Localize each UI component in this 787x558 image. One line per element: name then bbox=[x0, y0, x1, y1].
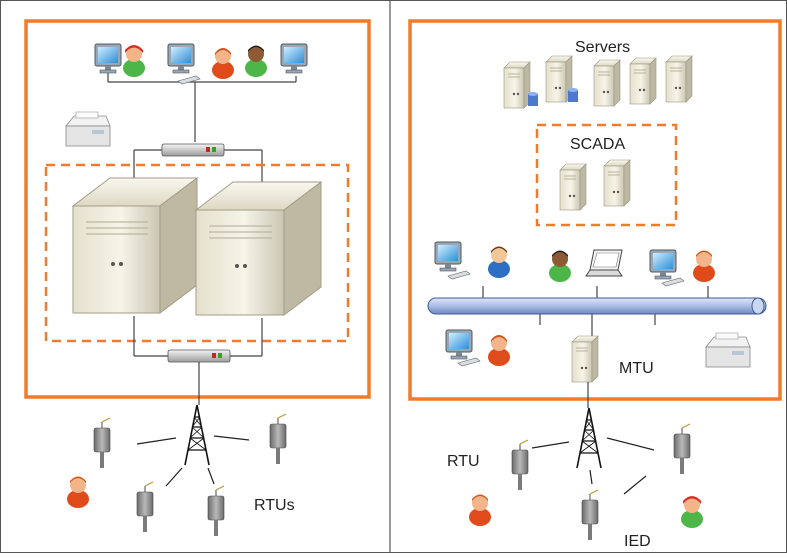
server-icon bbox=[665, 55, 693, 103]
radio-tower-icon bbox=[576, 407, 602, 469]
database-icon bbox=[528, 88, 578, 106]
left-server-cluster-frame bbox=[44, 163, 350, 343]
left-panel: RTUs bbox=[24, 19, 371, 537]
workstation-monitor-icon bbox=[280, 43, 308, 74]
workstation-monitor-icon bbox=[434, 241, 462, 272]
mtu-server-icon bbox=[571, 335, 599, 383]
operator-green-icon bbox=[123, 45, 145, 77]
keyboard-icon bbox=[177, 75, 201, 85]
rtus-label: RTUs bbox=[254, 497, 295, 514]
large-server-left-icon bbox=[71, 176, 199, 315]
right-panel: Servers SCADA bbox=[408, 19, 782, 550]
rtu-label: RTU bbox=[447, 453, 480, 470]
printer-icon bbox=[705, 332, 751, 368]
operator-green-dark-icon bbox=[245, 45, 267, 77]
server-icon bbox=[629, 57, 657, 105]
laptop-icon bbox=[585, 249, 623, 277]
rtu-icon bbox=[581, 489, 599, 541]
field-technician-icon bbox=[67, 476, 89, 508]
network-switch-bottom-icon bbox=[167, 349, 231, 363]
field-technician-icon bbox=[469, 494, 491, 526]
ied-label: IED bbox=[624, 533, 651, 550]
servers-label: Servers bbox=[575, 39, 630, 56]
rtu-icon bbox=[207, 485, 225, 537]
rtu-icon bbox=[269, 413, 287, 465]
ied-icon bbox=[673, 423, 691, 475]
operator-blue-icon bbox=[488, 246, 510, 278]
right-control-center-frame bbox=[408, 19, 782, 401]
workstation-monitor-icon bbox=[649, 249, 677, 280]
radio-tower-icon bbox=[184, 404, 210, 466]
scada-server-icon bbox=[559, 163, 587, 211]
workstation-monitor-icon bbox=[445, 329, 473, 360]
large-server-right-icon bbox=[194, 180, 323, 317]
rtu-icon bbox=[93, 417, 111, 469]
server-farm bbox=[503, 55, 693, 109]
rtu-icon bbox=[511, 439, 529, 491]
network-switch-top-icon bbox=[161, 143, 225, 157]
left-control-center-frame bbox=[24, 19, 371, 399]
operator-red-icon bbox=[488, 335, 510, 366]
server-icon bbox=[503, 61, 531, 109]
keyboard-icon bbox=[447, 270, 471, 280]
operator-red-icon bbox=[212, 48, 234, 79]
left-workstations bbox=[94, 43, 308, 142]
operator-red-icon bbox=[693, 250, 715, 282]
mtu-label: MTU bbox=[619, 360, 654, 377]
workstation-monitor-icon bbox=[94, 43, 122, 74]
rtu-icon bbox=[136, 481, 154, 533]
workstation-monitor-icon bbox=[167, 43, 195, 74]
server-icon bbox=[593, 59, 621, 107]
scada-frame bbox=[535, 123, 678, 227]
scada-server-icon bbox=[603, 159, 631, 207]
printer-icon bbox=[65, 111, 111, 147]
network-bus bbox=[427, 297, 767, 315]
operator-green-dark-icon bbox=[549, 250, 571, 282]
scada-label: SCADA bbox=[570, 136, 625, 153]
field-technician-icon bbox=[681, 496, 703, 528]
